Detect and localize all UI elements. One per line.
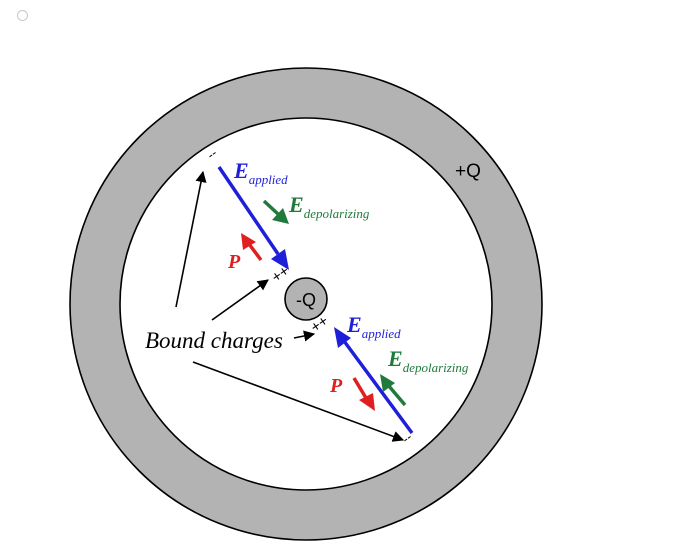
depolarizing-field-label-lower: Edepolarizing — [387, 346, 469, 375]
pointer-to-bottom-surface — [192, 361, 405, 442]
depolarizing-field-label-upper: Edepolarizing — [288, 192, 370, 221]
applied-subscript: applied — [362, 326, 401, 341]
applied-field-label-lower: Eapplied — [346, 312, 401, 341]
depolarizing-subscript: depolarizing — [403, 360, 469, 375]
radio-button[interactable] — [17, 10, 28, 21]
applied-field-arrow-lower — [334, 327, 414, 435]
polarization-arrow-lower — [352, 377, 375, 411]
pointer-to-top-surface — [175, 170, 207, 308]
applied-field-arrow-upper — [217, 166, 289, 270]
depolarizing-field-arrow-lower — [380, 374, 407, 407]
pointer-to-upper-plus — [211, 279, 269, 321]
polarization-arrow-upper — [241, 233, 263, 262]
pointer-to-lower-plus — [293, 330, 316, 342]
applied-subscript: applied — [249, 172, 288, 187]
polarization-label-upper: P — [227, 251, 241, 273]
polarization-label-lower: P — [329, 375, 343, 397]
outer-charge-label: +Q — [455, 161, 481, 182]
inner-charge-label: -Q — [296, 290, 316, 310]
depolarizing-subscript: depolarizing — [304, 206, 370, 221]
applied-field-label-upper: Eapplied — [233, 158, 288, 187]
e-symbol: E — [346, 312, 362, 337]
e-symbol: E — [387, 346, 403, 371]
depolarizing-field-arrow-upper — [262, 199, 289, 224]
inner-conductor — [284, 277, 328, 321]
bound-charges-label: Bound charges — [145, 328, 283, 353]
e-symbol: E — [233, 158, 249, 183]
e-symbol: E — [288, 192, 304, 217]
